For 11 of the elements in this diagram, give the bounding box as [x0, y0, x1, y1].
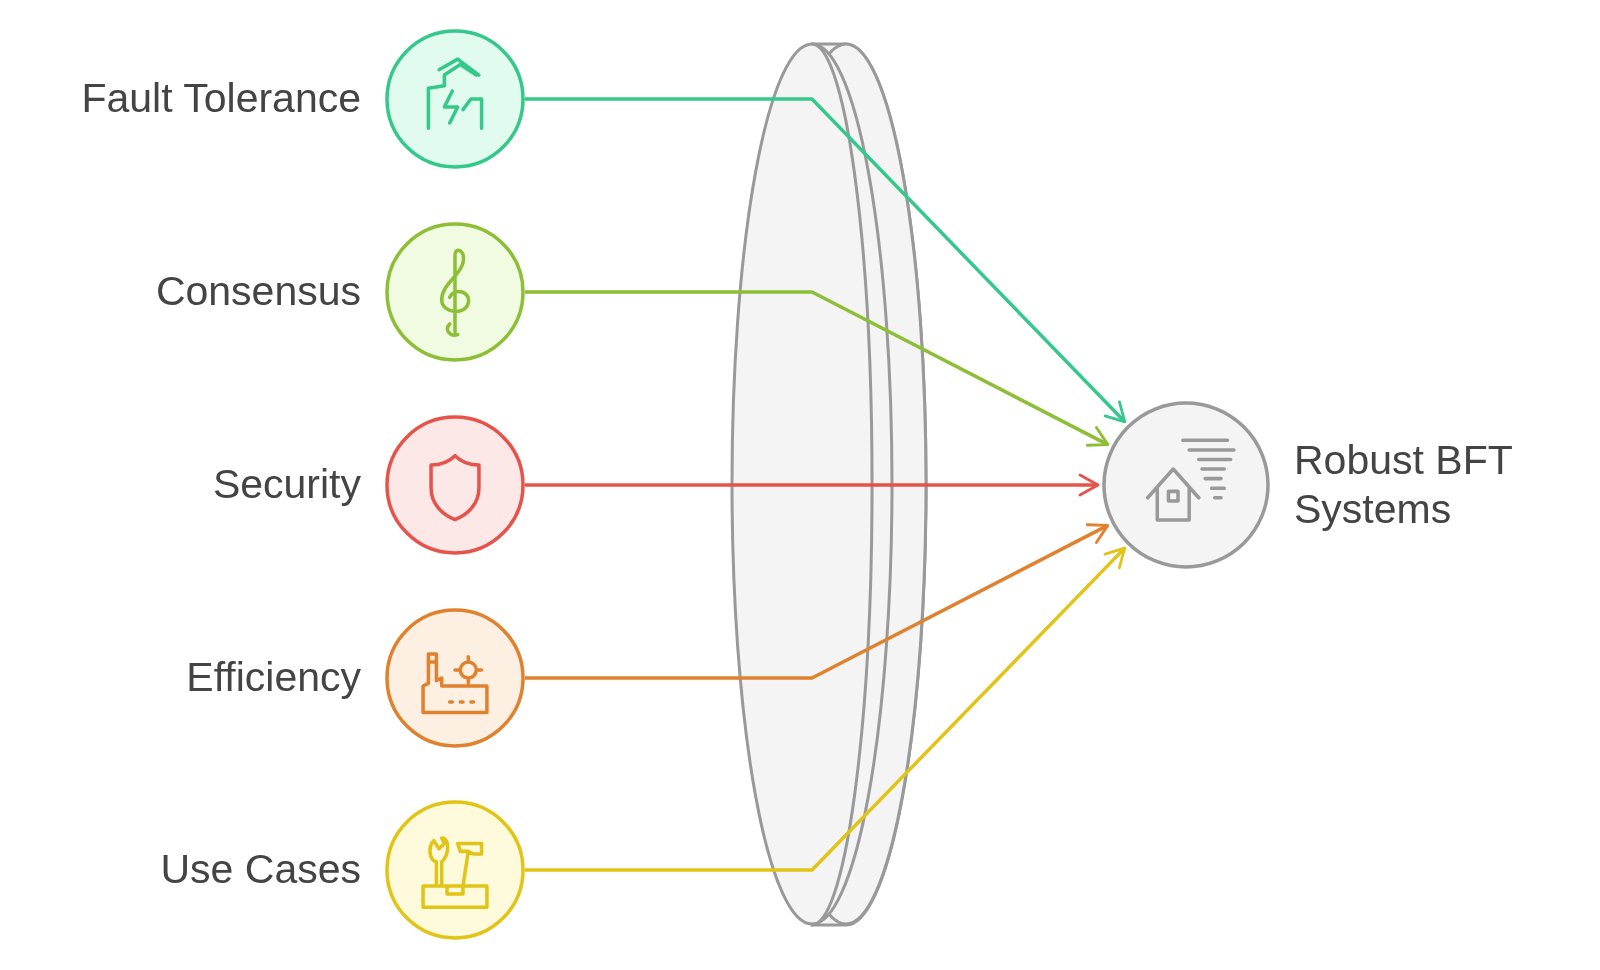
node-label: Fault Tolerance [81, 74, 361, 124]
node-label: Use Cases [160, 845, 361, 895]
node-label: Consensus [155, 267, 361, 317]
arrow [525, 546, 1127, 872]
arrow [525, 473, 1100, 497]
node-label: Efficiency [186, 653, 361, 703]
arrow [525, 290, 1110, 447]
node-label: Robust BFT Systems [1294, 435, 1513, 534]
node-label: Security [212, 460, 361, 510]
arrow [525, 523, 1110, 680]
arrow [525, 97, 1127, 424]
